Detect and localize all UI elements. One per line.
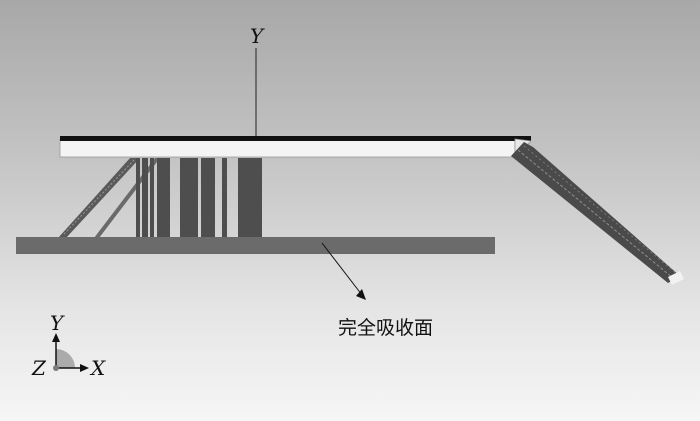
inclined-plate-end — [668, 271, 684, 285]
triad-y-arrowhead — [52, 333, 60, 342]
triad-x-label: X — [89, 356, 106, 380]
tube-column — [136, 158, 140, 238]
triad-quarter-disc — [56, 349, 75, 368]
leader-arrowhead — [356, 289, 366, 300]
vertical-tube-bundle — [136, 158, 262, 238]
absorber-leader — [321, 242, 366, 300]
tube-column — [238, 158, 262, 238]
truss-strut-hatch — [63, 159, 135, 235]
top-panel-edge — [60, 136, 531, 141]
triad-origin-dot — [53, 365, 59, 371]
inclined-plate — [511, 142, 684, 285]
triad-y-label: Y — [50, 311, 65, 335]
y-axis-label: Y — [250, 24, 265, 48]
tube-column — [157, 158, 170, 238]
tube-column — [201, 158, 215, 238]
top-panel-body — [59, 138, 516, 158]
inclined-plate-body — [511, 142, 680, 283]
tube-column — [222, 158, 227, 238]
triad-z-label: Z — [31, 356, 47, 380]
tube-column — [142, 158, 148, 238]
top-panel — [59, 136, 532, 158]
inclined-plate-hatch — [523, 145, 678, 275]
tube-column — [180, 158, 198, 238]
coordinate-triad: Y Z X — [31, 311, 106, 380]
absorber-label: 完全吸收面 — [338, 317, 433, 339]
leader-line — [321, 242, 363, 296]
triad-x-arrowhead — [80, 364, 89, 372]
tube-column — [150, 158, 154, 238]
inclined-plate-hatch — [517, 149, 674, 279]
absorber-plane — [16, 237, 495, 254]
